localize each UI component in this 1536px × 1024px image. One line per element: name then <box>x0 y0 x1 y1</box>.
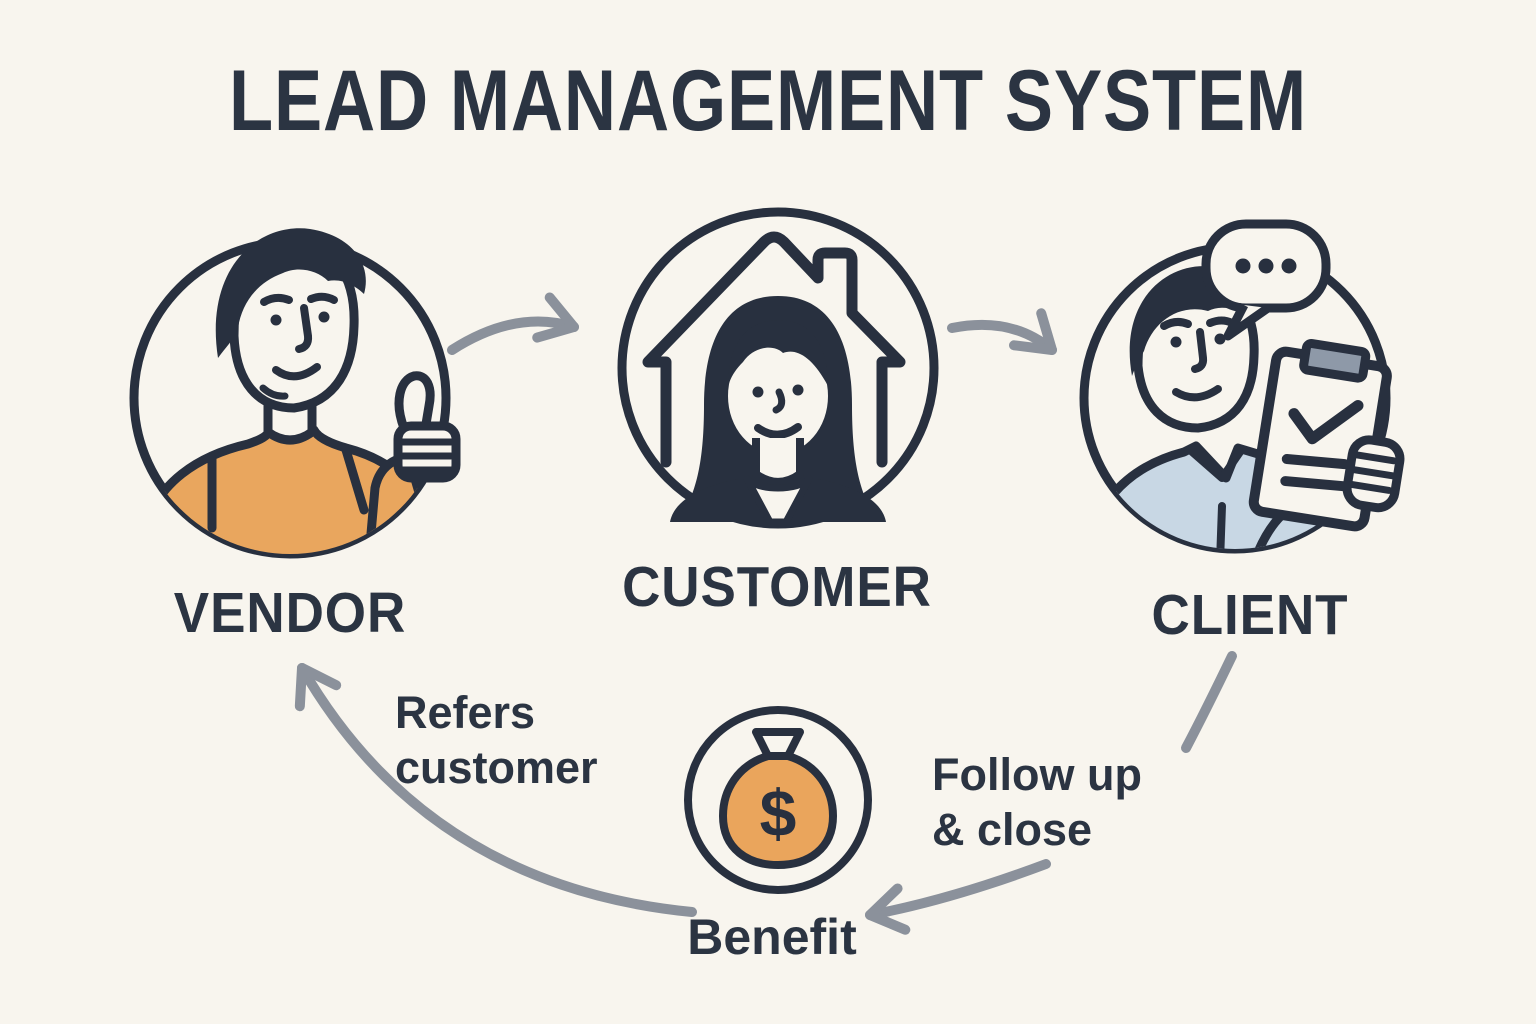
vendor-hair <box>215 228 366 358</box>
checkmark-icon <box>1288 400 1364 445</box>
benefit-label: Benefit <box>687 909 857 965</box>
vendor-shirt <box>141 425 441 554</box>
client-person-clipboard-icon <box>1079 219 1405 554</box>
money-bag-body <box>719 752 837 869</box>
speech-bubble-icon <box>1201 219 1331 341</box>
money-bag-icon: $ <box>684 706 872 894</box>
customer-label: CUSTOMER <box>622 555 932 619</box>
vendor-label: VENDOR <box>173 581 407 645</box>
vendor-head <box>215 228 366 413</box>
dollar-sign: $ <box>760 776 797 850</box>
client-label: CLIENT <box>1151 583 1349 647</box>
vendor-person-thumbs-up-icon <box>129 228 461 559</box>
clipboard-icon <box>1248 339 1405 532</box>
client-to-benefit-arrow-icon <box>865 859 1051 935</box>
vendor-to-customer-arrow-icon <box>447 292 579 355</box>
customer-to-client-arrow-icon <box>947 308 1057 355</box>
client-to-benefit-arrow-upper-icon <box>1181 651 1237 753</box>
clipboard-clip <box>1299 339 1371 383</box>
house-icon <box>642 231 906 468</box>
client-hand <box>1342 435 1405 513</box>
follow-up-close-note: Follow up & close <box>932 749 1142 855</box>
page-title: LEAD MANAGEMENT SYSTEM <box>228 53 1308 149</box>
customer-person-house-icon <box>617 207 939 529</box>
benefit-circle <box>684 706 872 894</box>
customer-person <box>670 296 886 526</box>
benefit-to-vendor-arrow-icon <box>294 663 697 917</box>
thumbs-up-icon <box>393 371 461 483</box>
refers-customer-note: Refers customer <box>395 687 598 793</box>
